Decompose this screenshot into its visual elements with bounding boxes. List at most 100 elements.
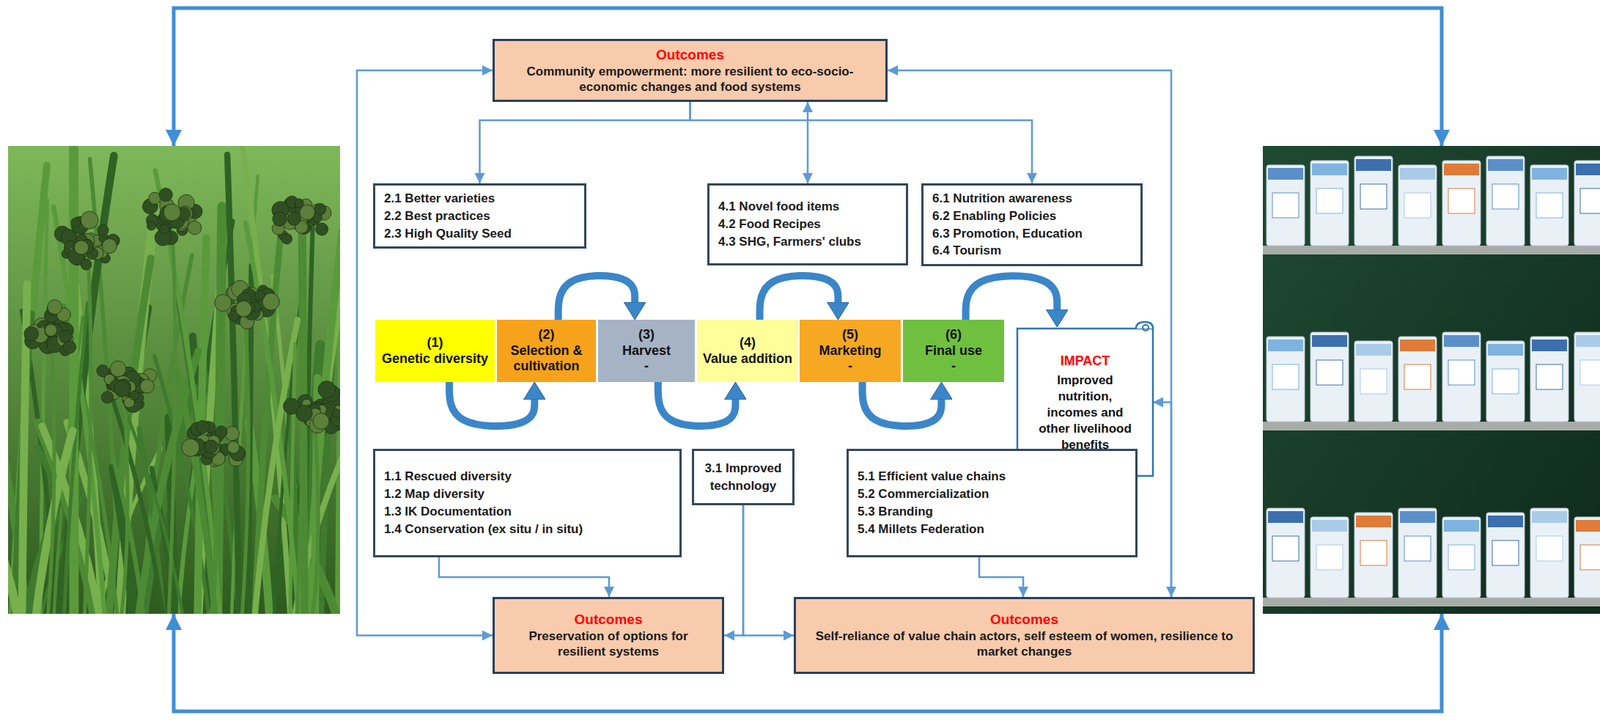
grass-blade xyxy=(290,343,296,614)
step-number: (5) xyxy=(804,326,897,344)
product-packet xyxy=(1398,507,1437,598)
millet-grain xyxy=(159,224,170,234)
step-number: (3) xyxy=(602,326,691,344)
step-number: (4) xyxy=(701,334,794,352)
list-item: 2.1 Better varieties xyxy=(384,189,576,208)
list-item: 5.2 Commercialization xyxy=(857,485,1127,503)
product-packet xyxy=(1442,332,1481,422)
product-packet xyxy=(1266,164,1305,246)
product-packet xyxy=(1442,516,1481,598)
packet-label xyxy=(1492,368,1519,394)
packet-label xyxy=(1316,188,1343,214)
millet-grain xyxy=(181,438,200,456)
link-line xyxy=(743,504,794,636)
product-packet xyxy=(1530,336,1569,422)
grass-blade xyxy=(155,170,221,614)
millet-grain xyxy=(255,290,265,300)
product-packet xyxy=(1442,160,1481,246)
link-line xyxy=(724,504,744,636)
packet-label xyxy=(1448,359,1475,385)
chain-step: (1)Genetic diversity xyxy=(375,319,495,382)
packet-label xyxy=(1272,364,1299,390)
millet-grain xyxy=(318,381,335,398)
outcome-box: OutcomesPreservation of options for resi… xyxy=(492,596,725,674)
step-dash: - xyxy=(907,358,1000,375)
grass-blade xyxy=(53,206,105,614)
packet-band xyxy=(1267,339,1304,352)
flow-arrow xyxy=(760,275,839,320)
millet-grain xyxy=(294,198,304,208)
millet-grain xyxy=(63,340,76,354)
packet-band xyxy=(1443,519,1480,532)
packet-band xyxy=(1311,163,1348,176)
activity-box: 5.1 Efficient value chains5.2 Commercial… xyxy=(846,448,1138,558)
millet-grain xyxy=(159,187,173,201)
product-packet xyxy=(1310,332,1349,422)
step-dash: - xyxy=(804,358,897,375)
millet-stem xyxy=(47,344,55,614)
millet-grain xyxy=(109,360,127,377)
product-packet xyxy=(1266,507,1305,598)
packet-label xyxy=(1360,540,1387,566)
product-packet xyxy=(1574,332,1600,422)
activity-box: 4.1 Novel food items4.2 Food Recipes4.3 … xyxy=(707,183,909,266)
packet-label xyxy=(1536,192,1563,218)
millet-grain xyxy=(204,439,218,453)
list-item: 2.3 High Quality Seed xyxy=(384,225,576,243)
millet-grain xyxy=(196,419,210,434)
millet-grain xyxy=(163,203,181,221)
link-line xyxy=(690,101,1033,184)
product-packet xyxy=(1486,340,1525,422)
packet-band xyxy=(1311,334,1348,347)
product-packet xyxy=(1310,516,1349,598)
product-packet xyxy=(1266,336,1305,422)
packet-band xyxy=(1575,519,1600,532)
activity-box: 1.1 Rescued diversity1.2 Map diversity1.… xyxy=(373,448,682,558)
link-line xyxy=(480,101,691,184)
flow-arrow xyxy=(966,275,1058,320)
list-item: 6.4 Tourism xyxy=(932,241,1132,260)
millet-stem xyxy=(84,256,91,614)
list-item: 6.3 Promotion, Education xyxy=(932,225,1132,243)
millet-grain xyxy=(147,221,157,231)
list-item: 6.2 Enabling Policies xyxy=(932,207,1132,226)
packet-label xyxy=(1580,188,1600,214)
chain-step: (5)Marketing- xyxy=(799,319,901,382)
packet-band xyxy=(1443,334,1480,347)
connector-layer xyxy=(356,70,1172,636)
list-item: 6.1 Nutrition awareness xyxy=(932,189,1132,208)
step-number: (6) xyxy=(907,326,1000,344)
packet-label xyxy=(1448,544,1475,570)
millet-grain xyxy=(312,412,330,429)
packet-label xyxy=(1360,368,1387,394)
packet-band xyxy=(1531,339,1568,352)
list-item: 4.2 Food Recipes xyxy=(718,215,898,234)
flow-arrow xyxy=(558,275,635,320)
packet-band xyxy=(1487,343,1524,356)
outcome-text: Community empowerment: more resilient to… xyxy=(503,63,877,96)
link-line xyxy=(806,101,810,184)
packet-band xyxy=(1267,510,1304,523)
grass-blade xyxy=(245,222,300,614)
product-packet xyxy=(1310,160,1349,246)
shop-shelf xyxy=(1262,245,1600,255)
step-name: Marketing xyxy=(804,343,897,360)
product-packet xyxy=(1398,164,1437,246)
millet-products-photo xyxy=(1262,145,1600,614)
millet-grain xyxy=(314,203,327,215)
millet-grain xyxy=(129,390,139,400)
millet-grain xyxy=(114,380,131,397)
millet-grain xyxy=(74,240,88,255)
packet-label xyxy=(1404,192,1431,218)
millet-grain xyxy=(332,408,341,418)
list-item: 5.1 Efficient value chains xyxy=(857,467,1127,486)
millet-stem xyxy=(296,234,304,614)
list-item: 5.3 Branding xyxy=(857,502,1127,521)
packet-label xyxy=(1360,183,1387,209)
packet-band xyxy=(1575,334,1600,347)
millet-grain xyxy=(236,300,253,317)
packet-label xyxy=(1580,544,1600,570)
packet-label xyxy=(1316,544,1343,570)
millet-grain xyxy=(47,299,63,315)
product-packet xyxy=(1574,516,1600,598)
